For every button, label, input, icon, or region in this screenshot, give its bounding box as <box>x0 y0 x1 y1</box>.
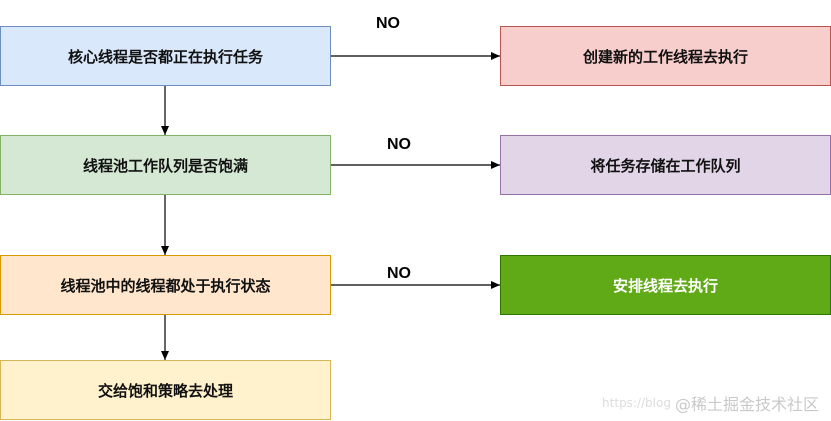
create-worker-label: 创建新的工作线程去执行 <box>582 47 748 66</box>
queue-full-node: 线程池工作队列是否饱满 <box>0 135 331 195</box>
pool-threads-busy-label: 线程池中的线程都处于执行状态 <box>60 276 271 295</box>
saturation-policy-label: 交给饱和策略去处理 <box>97 381 233 400</box>
no-label-3: NO <box>387 265 411 282</box>
store-in-queue-node: 将任务存储在工作队列 <box>500 135 831 195</box>
no-label-2: NO <box>387 136 411 153</box>
core-threads-busy-label: 核心线程是否都正在执行任务 <box>67 47 263 66</box>
watermark: https://blog @稀土掘金技术社区 <box>602 391 819 415</box>
queue-full-label: 线程池工作队列是否饱满 <box>82 156 248 175</box>
create-worker-node: 创建新的工作线程去执行 <box>500 26 831 86</box>
watermark-url: https://blog <box>602 396 671 410</box>
pool-threads-busy-node: 线程池中的线程都处于执行状态 <box>0 255 331 315</box>
core-threads-busy-node: 核心线程是否都正在执行任务 <box>0 26 331 86</box>
watermark-text: @稀土掘金技术社区 <box>674 395 819 414</box>
store-in-queue-label: 将任务存储在工作队列 <box>590 156 741 175</box>
saturation-policy-node: 交给饱和策略去处理 <box>0 360 331 420</box>
no-label-1: NO <box>376 15 400 32</box>
arrange-thread-node: 安排线程去执行 <box>500 255 831 315</box>
arrange-thread-label: 安排线程去执行 <box>612 276 718 295</box>
